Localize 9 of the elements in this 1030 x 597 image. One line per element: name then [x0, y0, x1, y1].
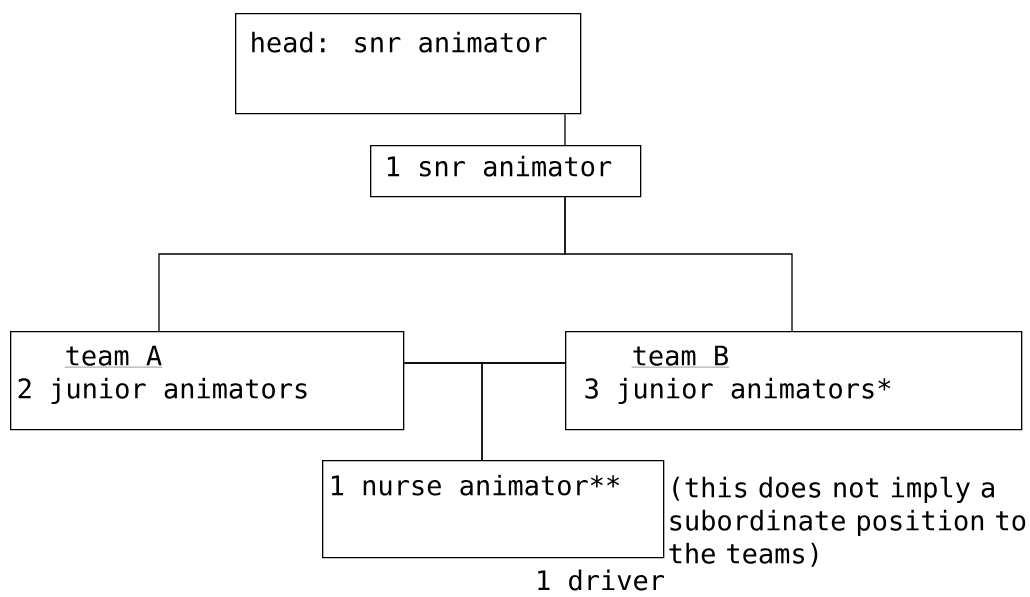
- note: (this does not imply a subordinate position to the teams): [669, 476, 1026, 567]
- org-box: team A 2 junior animators: [10, 331, 405, 431]
- connector-line: [481, 362, 566, 461]
- connector-line: [564, 196, 793, 332]
- org-box: team B 3 junior animators*: [565, 331, 1023, 431]
- org-box: 1 snr animator: [370, 145, 642, 198]
- org-box: 1 nurse animator**: [322, 460, 665, 559]
- connector-line: [564, 113, 566, 146]
- org-box: head: snr animator: [235, 13, 582, 115]
